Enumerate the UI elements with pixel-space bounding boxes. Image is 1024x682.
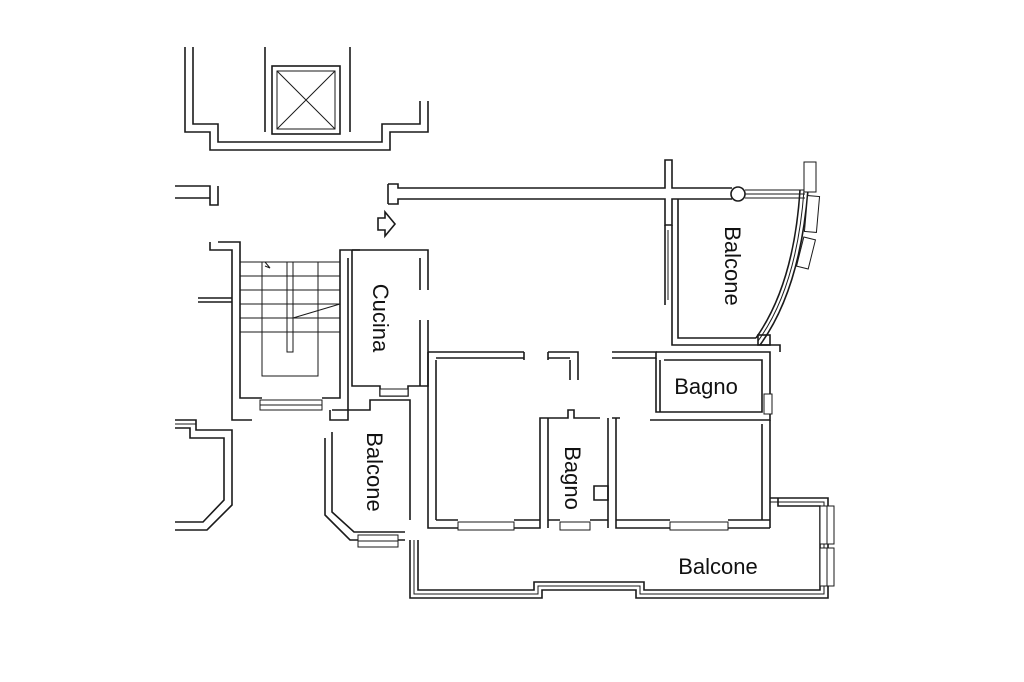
room-label-balcone-right: Balcone [720, 226, 745, 306]
balcony-right: Balcone [664, 161, 821, 346]
elevator-core [184, 47, 429, 151]
stairwell [198, 241, 360, 421]
balcony-left: Balcone [324, 399, 411, 548]
bathroom-upper: Bagno [650, 344, 781, 421]
apartment-right-wall [761, 420, 771, 528]
neighbor-left [175, 419, 233, 531]
corridor [175, 159, 805, 239]
room-label-balcone-left: Balcone [362, 432, 387, 512]
bathroom-lower: Bagno [560, 446, 585, 510]
balcony-bottom: Balcone [409, 497, 835, 599]
room-label-balcone-bottom: Balcone [678, 554, 758, 579]
room-label-bagno-lower: Bagno [560, 446, 585, 510]
apartment-walls [427, 351, 770, 531]
kitchen: Cucina [351, 249, 429, 397]
room-label-bagno-upper: Bagno [674, 374, 738, 399]
room-label-cucina: Cucina [368, 284, 393, 353]
entrance-arrow-icon [377, 209, 397, 239]
